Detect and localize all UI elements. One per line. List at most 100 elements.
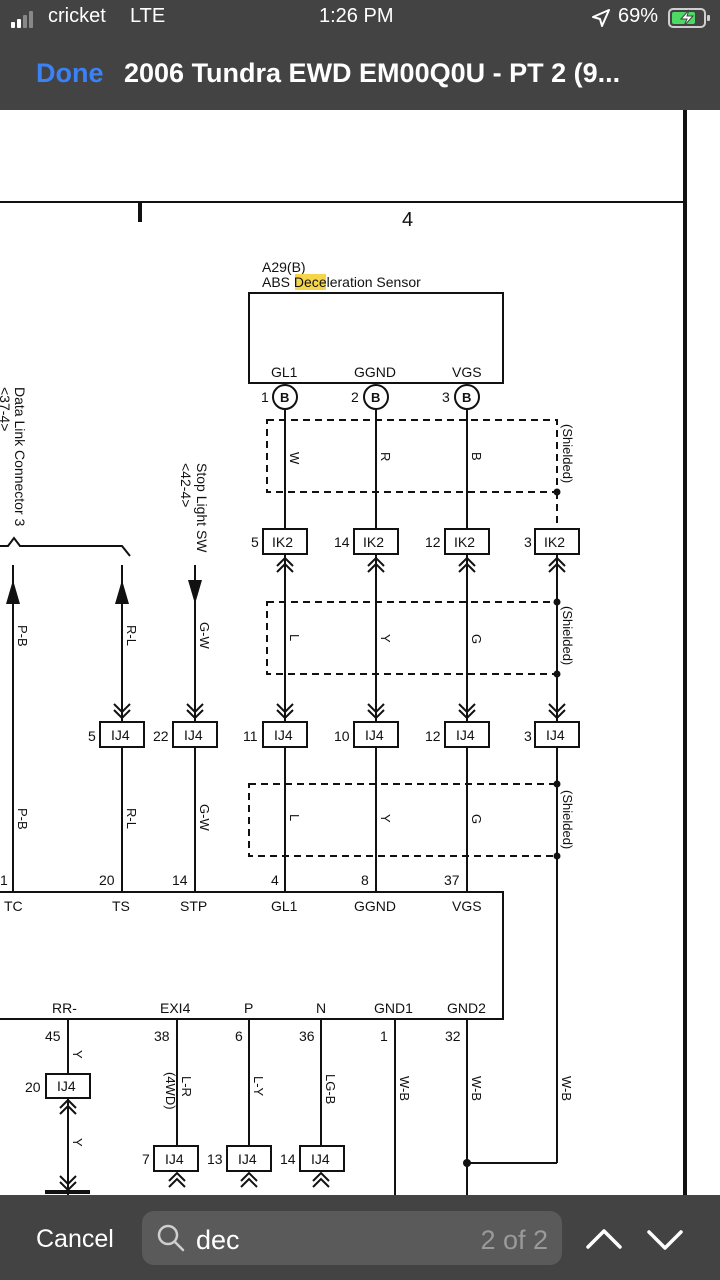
svg-text:IJ4: IJ4 — [456, 727, 475, 743]
ik2-chevron-marks — [276, 556, 566, 573]
ecu-pin-label-ts: TS — [112, 898, 130, 914]
arrow-down-stp — [188, 580, 202, 604]
data-link-connector-ref: <37-4> — [0, 387, 13, 431]
stop-light-switch-label: Stop Light SW — [194, 463, 210, 553]
ecu-box — [0, 891, 504, 1020]
sensor-name-match: Dec — [294, 274, 319, 290]
search-field[interactable]: dec 2 of 2 — [142, 1211, 562, 1265]
ecu-pin-label-n: N — [316, 1000, 326, 1016]
connector-ik2-5: 5 IK2 — [251, 528, 308, 555]
svg-text:12: 12 — [425, 534, 441, 550]
shield-1-wire-w: W — [287, 452, 302, 465]
shield-2-label: (Shielded) — [560, 606, 575, 665]
connector-ij4-11: 11 IJ4 — [243, 721, 308, 748]
wire-wb-gnd1: W-B — [397, 1076, 412, 1101]
sensor-name-suffix: eleration Sensor — [319, 274, 421, 290]
cancel-button[interactable]: Cancel — [36, 1225, 114, 1253]
connector-ij4-5: 5 IJ4 — [88, 721, 145, 748]
svg-text:IK2: IK2 — [454, 534, 475, 550]
done-button[interactable]: Done — [36, 58, 104, 88]
search-input[interactable]: dec — [196, 1225, 240, 1255]
shield-3-wire-l: L — [287, 814, 302, 821]
wire-ly: L-Y — [251, 1076, 266, 1097]
search-icon — [157, 1224, 185, 1252]
svg-text:IJ4: IJ4 — [184, 727, 203, 743]
document-viewer[interactable]: 4 A29(B) ABS Deceleration Sensor GL1 GGN… — [0, 110, 720, 1195]
svg-text:IJ4: IJ4 — [57, 1078, 76, 1094]
connector-ij4-3: 3 IJ4 — [524, 721, 580, 748]
ecu-pin-num-rr: 45 — [45, 1028, 61, 1044]
bottom-chevron-marks — [59, 1098, 330, 1192]
svg-text:20: 20 — [25, 1079, 41, 1095]
ecu-pin-label-gl1: GL1 — [271, 898, 298, 914]
ecu-pin-label-p: P — [244, 1000, 253, 1016]
svg-text:14: 14 — [334, 534, 350, 550]
svg-text:IJ4: IJ4 — [238, 1151, 257, 1167]
next-match-chevron-down-icon[interactable] — [646, 1227, 684, 1253]
wire-gw-upper: G-W — [197, 622, 212, 649]
wire-y-upper: Y — [70, 1050, 85, 1059]
document-header: Done 2006 Tundra EWD EM00Q0U - PT 2 (9..… — [0, 36, 720, 110]
connector-ij4-12: 12 IJ4 — [425, 721, 490, 748]
ecu-pin-label-ggnd: GGND — [354, 898, 396, 914]
bottom-wires — [45, 1019, 468, 1195]
wire-wb-gnd2: W-B — [469, 1076, 484, 1101]
svg-text:10: 10 — [334, 728, 350, 744]
svg-text:3: 3 — [524, 534, 532, 550]
shield-3-wire-y: Y — [378, 814, 393, 823]
svg-text:IJ4: IJ4 — [546, 727, 565, 743]
page-frame — [0, 110, 687, 1195]
wire-gw-lower: G-W — [197, 804, 212, 831]
svg-text:3: 3 — [524, 728, 532, 744]
ecu-pin-num-gnd2: 32 — [445, 1028, 461, 1044]
battery-charging-icon — [668, 8, 710, 28]
sensor-ref: A29(B) — [262, 259, 306, 275]
arrow-up-tc — [6, 580, 20, 604]
svg-text:3: 3 — [442, 389, 450, 405]
signal-icon — [11, 11, 33, 28]
previous-match-chevron-up-icon[interactable] — [585, 1225, 623, 1251]
shield-1-label: (Shielded) — [560, 424, 575, 483]
sensor-pin-2: 2 B — [351, 384, 389, 410]
svg-text:IK2: IK2 — [544, 534, 565, 550]
battery-percent: 69% — [618, 5, 659, 27]
shield-2-wire-y: Y — [378, 634, 393, 643]
svg-text:5: 5 — [251, 534, 259, 550]
svg-text:7: 7 — [142, 1151, 150, 1167]
connector-ik2-12: 12 IK2 — [425, 528, 490, 555]
find-bar: Cancel dec 2 of 2 — [0, 1195, 720, 1280]
svg-text:14: 14 — [280, 1151, 296, 1167]
svg-text:IK2: IK2 — [272, 534, 293, 550]
shield-1-wire-r: R — [378, 452, 393, 461]
ecu-pin-num-ggnd: 8 — [361, 872, 369, 888]
shield-1: (Shielded) W R B — [266, 419, 575, 530]
status-bar: cricket LTE 1:26 PM 69% — [0, 0, 720, 36]
ecu-pin-num-gnd1: 1 — [380, 1028, 388, 1044]
ecu-pin-num-exi4: 38 — [154, 1028, 170, 1044]
ij4-chevron-marks — [113, 703, 566, 720]
wire-y-lower: Y — [70, 1138, 85, 1147]
shield-3: (Shielded) L Y G — [248, 780, 575, 860]
svg-text:IJ4: IJ4 — [274, 727, 293, 743]
sensor-pin-label-gl1: GL1 — [271, 364, 298, 380]
abs-deceleration-sensor — [248, 292, 504, 384]
ecu-pin-label-exi4: EXI4 — [160, 1000, 191, 1016]
sensor-name-prefix: ABS — [262, 274, 294, 290]
svg-text:IJ4: IJ4 — [365, 727, 384, 743]
svg-text:IJ4: IJ4 — [311, 1151, 330, 1167]
shield-1-wire-b: B — [469, 452, 484, 461]
ecu-pin-label-gnd1: GND1 — [374, 1000, 413, 1016]
column-number: 4 — [402, 209, 413, 231]
sensor-pin-1: 1 B — [261, 384, 298, 410]
sensor-pin-3: 3 B — [442, 384, 480, 410]
stop-light-switch-ref: <42-4> — [178, 463, 194, 507]
ecu-pin-num-tc: 1 — [0, 872, 8, 888]
connector-ik2-3: 3 IK2 — [524, 528, 580, 555]
carrier-name: cricket — [48, 5, 106, 27]
network-type: LTE — [130, 5, 166, 27]
ecu-pin-num-p: 6 — [235, 1028, 243, 1044]
wire-rl-upper: R-L — [124, 625, 139, 646]
arrow-up-ts — [115, 580, 129, 604]
location-arrow-icon — [592, 9, 610, 27]
shield-2: (Shielded) L Y G — [266, 598, 575, 678]
